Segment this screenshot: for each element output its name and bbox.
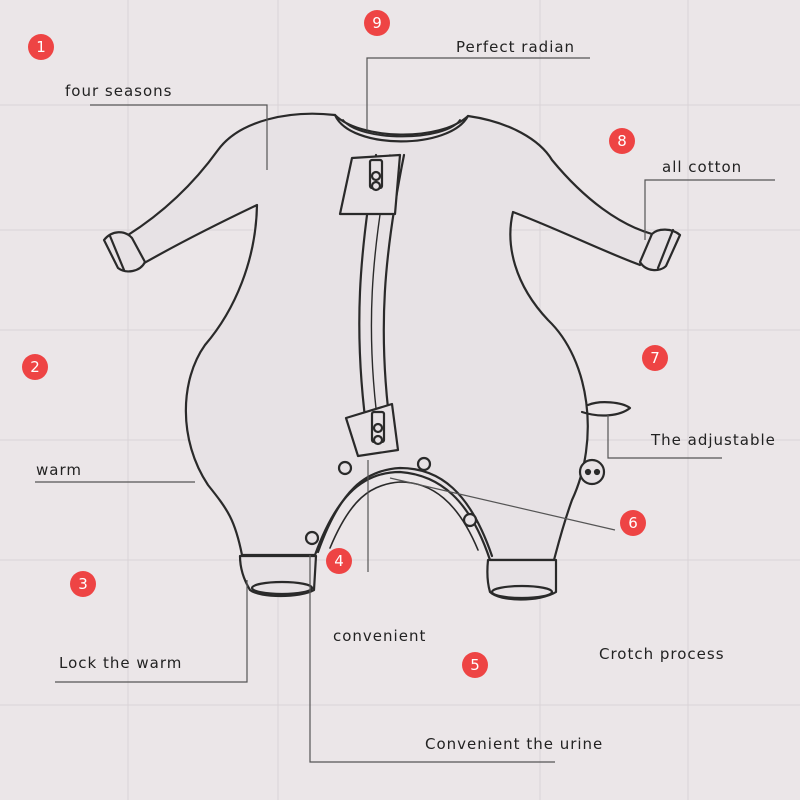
- badge-8: 8: [609, 128, 635, 154]
- romper-garment: [102, 112, 682, 601]
- label-all-cotton: all cotton: [662, 158, 743, 176]
- snap: [416, 456, 432, 472]
- badge-3: 3: [70, 571, 96, 597]
- snap: [337, 460, 353, 476]
- zipper-knob-top-1: [370, 170, 382, 182]
- collar: [333, 113, 470, 143]
- badge-5: 5: [462, 652, 488, 678]
- snap: [304, 530, 320, 546]
- snap: [462, 512, 478, 528]
- crotch-seam-inner: [329, 481, 479, 551]
- side-button-hole: [593, 468, 601, 476]
- zipper-knob-bottom-1: [372, 422, 384, 434]
- label-lock-the-warm: Lock the warm: [59, 654, 183, 672]
- zipper-knob-bottom-2: [372, 434, 384, 446]
- crotch-seam: [316, 466, 494, 558]
- label-warm: warm: [36, 461, 82, 479]
- leader-crotch-process: [389, 477, 616, 531]
- badge-7: 7: [642, 345, 668, 371]
- leader-lines: [35, 57, 775, 763]
- leader-the-adjustable: [607, 415, 722, 459]
- right-foot-opening: [490, 584, 554, 600]
- leader-four-seasons: [90, 104, 268, 170]
- left-cuff-fold: [108, 234, 126, 272]
- badge-2: 2: [22, 354, 48, 380]
- badge-9: 9: [364, 10, 390, 36]
- label-convenient: convenient: [333, 627, 427, 645]
- label-the-adjustable: The adjustable: [651, 431, 776, 449]
- side-button-hole: [584, 468, 592, 476]
- leader-lock-the-warm: [55, 580, 248, 683]
- leader-convenient-the-urine: [309, 555, 555, 763]
- collar-inner: [342, 119, 461, 138]
- leader-all-cotton: [644, 179, 775, 240]
- left-foot-opening: [250, 580, 314, 596]
- zipper-knob-top-2: [370, 180, 382, 192]
- badge-4: 4: [326, 548, 352, 574]
- leader-perfect-radian: [366, 57, 590, 130]
- right-cuff-fold: [656, 228, 675, 270]
- label-convenient-the-urine: Convenient the urine: [425, 735, 604, 753]
- label-four-seasons: four seasons: [65, 82, 173, 100]
- adjustable-flap: [580, 401, 632, 417]
- label-crotch-process: Crotch process: [599, 645, 725, 663]
- label-perfect-radian: Perfect radian: [456, 38, 576, 56]
- romper-body-outline: [118, 112, 654, 562]
- badge-1: 1: [28, 34, 54, 60]
- side-button: [578, 458, 606, 486]
- badge-6: 6: [620, 510, 646, 536]
